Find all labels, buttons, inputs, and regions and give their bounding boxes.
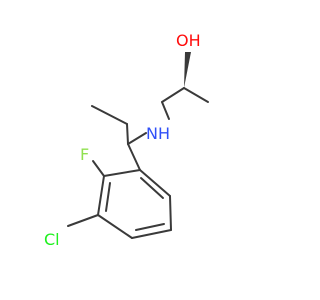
bond-ethyl-ch: [126, 123, 129, 145]
bond-ch-ring: [127, 143, 141, 171]
ring-bond-4: [131, 229, 172, 239]
ring-double-bond-1: [105, 182, 111, 212]
ring-double-bond-3: [140, 177, 164, 199]
bond-choh-methyl: [183, 87, 209, 103]
molecule-structure: OH N H F Cl: [44, 31, 209, 249]
chlorine-label: Cl: [44, 230, 60, 249]
ring-bond-5: [169, 195, 172, 231]
ring-double-bond-2: [135, 223, 165, 231]
ring-bond-1: [103, 169, 141, 177]
bond-nh-ch2: [161, 101, 170, 120]
stereo-wedge-bond: [184, 52, 191, 88]
hydroxyl-label: OH: [176, 31, 201, 50]
bond-ring-chlorine: [67, 214, 99, 227]
bond-ring-fluorine: [92, 160, 105, 177]
bond-ch-nh: [127, 132, 147, 145]
ring-bond-2: [97, 175, 105, 216]
amine-h-label: H: [158, 124, 170, 143]
amine-n-label: N: [146, 124, 158, 143]
fluorine-label: F: [80, 145, 89, 164]
ring-bond-6: [139, 169, 171, 197]
ring-bond-3: [97, 214, 133, 239]
bond-ethyl-terminal: [91, 105, 128, 125]
bond-ch2-choh: [161, 87, 185, 103]
